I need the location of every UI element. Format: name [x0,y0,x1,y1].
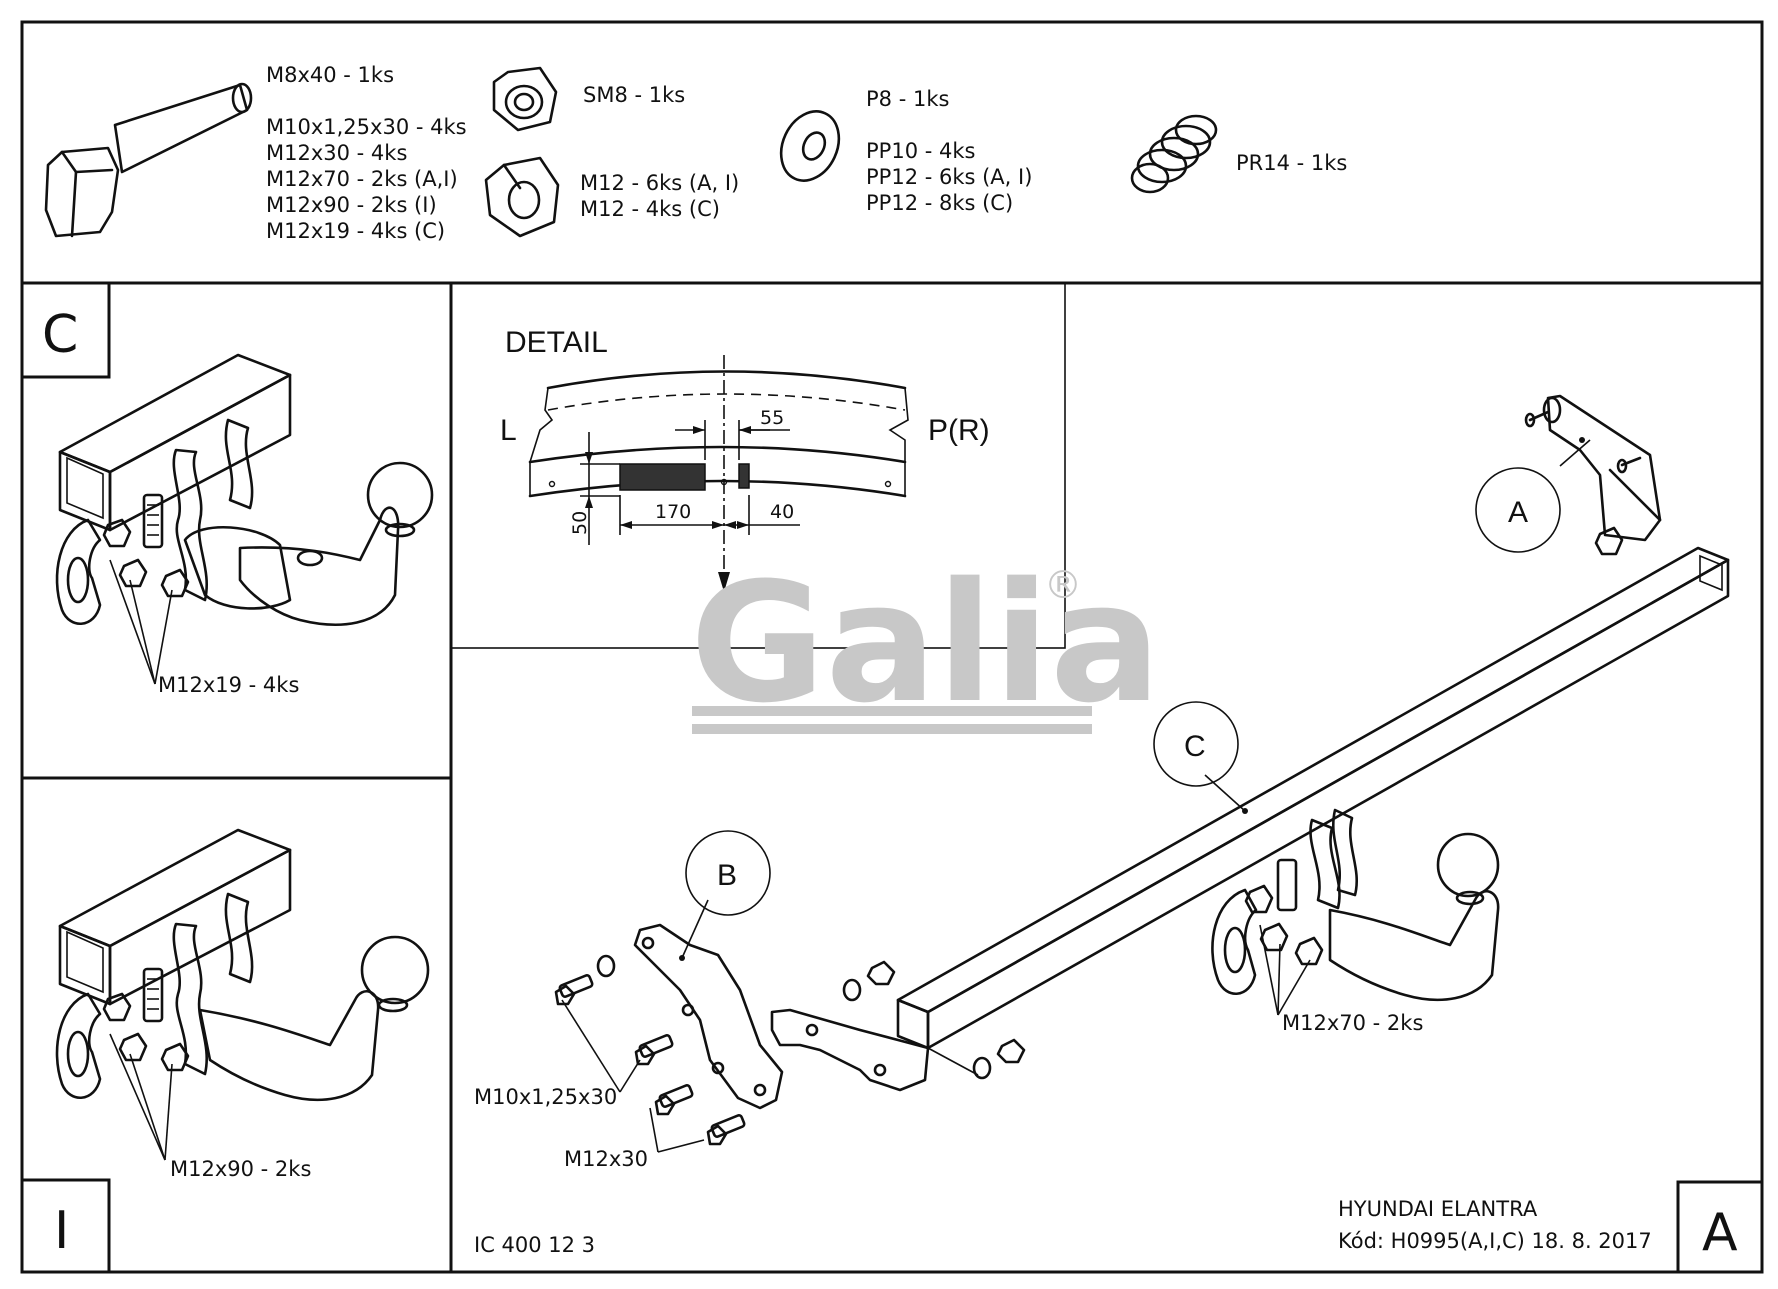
callout-c-letter: C [1184,730,1206,763]
towbar-detachable-c-illustration [55,353,434,685]
product-code: Kód: H0995(A,I,C) 18. 8. 2017 [1338,1229,1652,1253]
detail-dim-40: 40 [770,501,794,523]
variant-i-letter: I [54,1201,69,1261]
detail-dim-170: 170 [655,501,691,523]
washer-icon [779,110,841,182]
bolt-labels: M8x40 - 1ks M10x1,25x30 - 4ks M12x30 - 4… [266,63,467,243]
detail-dim-55: 55 [760,407,784,429]
main-m12x30-label: M12x30 [564,1147,648,1171]
detail-dim-50: 50 [569,511,591,535]
nut-icon [484,156,560,238]
spring-label: PR14 - 1ks [1236,151,1347,175]
main-m12x70-label: M12x70 - 2ks [1282,1011,1423,1035]
callout-a: A [1475,467,1561,553]
callout-c: C [1153,701,1239,787]
nut-label: M12 - 4ks (C) [580,197,720,221]
callout-b-letter: B [717,859,737,892]
detail-cut-slot [738,463,750,489]
drawing-frame [20,20,1764,1274]
bolt-label: M12x90 - 2ks (I) [266,193,437,217]
towbar-main-assembly [554,394,1730,1153]
drawing-reference: IC 400 12 3 [474,1233,595,1257]
variant-c-bolt-label: M12x19 - 4ks [158,673,299,697]
washer-label: PP12 - 6ks (A, I) [866,165,1032,189]
towbar-fixed-i-illustration [55,828,430,1161]
galia-logo-mark: ® [1044,563,1082,607]
washer-label: PP12 - 8ks (C) [866,191,1013,215]
galia-logo: Galia ® [690,547,1161,739]
bolt-label: M10x1,25x30 - 4ks [266,115,467,139]
detail-left-label: L [500,414,517,447]
detail-cut-area [619,463,706,491]
locknut-label: SM8 - 1ks [583,83,685,107]
main-m10-label: M10x1,25x30 [474,1085,617,1109]
bolt-label: M8x40 - 1ks [266,63,394,87]
bolt-label: M12x70 - 2ks (A,I) [266,167,458,191]
bolt-icon [44,82,253,238]
detail-title: DETAIL [505,326,608,359]
washer-label: P8 - 1ks [866,87,949,111]
spring-icon [1130,114,1218,194]
vehicle-name: HYUNDAI ELANTRA [1338,1197,1538,1221]
bolt-label: M12x30 - 4ks [266,141,407,165]
callout-a-letter: A [1508,496,1528,529]
variant-a-badge [1676,1180,1764,1274]
detail-inset: DETAIL L P(R) 55 170 40 [500,326,990,592]
variant-c-letter: C [42,305,78,365]
callout-b: B [685,830,771,916]
variant-i-badge [20,1178,111,1274]
variant-i-bolt-label: M12x90 - 2ks [170,1157,311,1181]
variant-a-letter: A [1702,1203,1738,1263]
variant-c-badge [20,281,111,379]
bolt-label: M12x19 - 4ks (C) [266,219,445,243]
washer-label: PP10 - 4ks [866,139,975,163]
detail-right-label: P(R) [928,414,990,447]
locknut-icon [492,66,558,132]
nut-label: M12 - 6ks (A, I) [580,171,739,195]
